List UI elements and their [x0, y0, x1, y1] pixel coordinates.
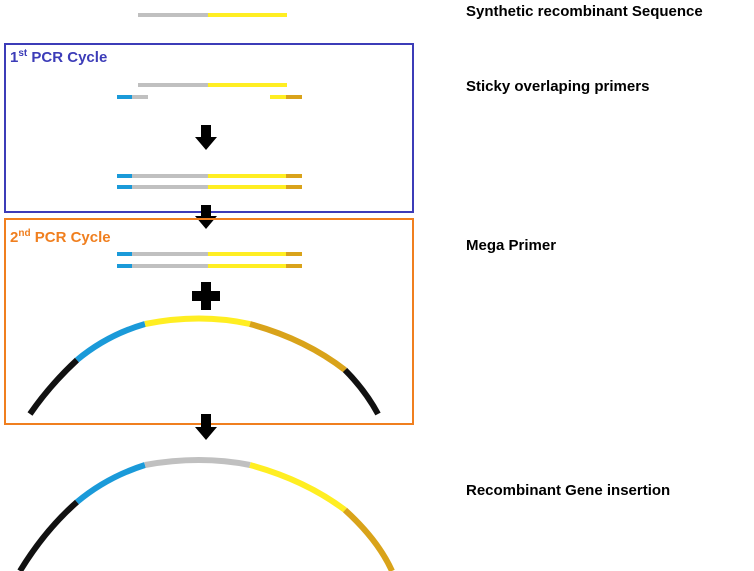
recombinant-plasmid-arc [17, 457, 395, 571]
down-arrow-icon [195, 414, 217, 440]
label-synthetic-sequence: Synthetic recombinant Sequence [466, 3, 703, 20]
cycle2-number: 2 [10, 229, 19, 246]
forward-primer [117, 95, 148, 99]
cycle2-text: PCR Cycle [34, 229, 111, 246]
label-recombinant-insertion: Recombinant Gene insertion [466, 482, 671, 499]
cycle1-number: 1 [10, 49, 19, 66]
label-mega-primer: Mega Primer [466, 237, 557, 254]
cycle1-text: PCR Cycle [31, 49, 108, 66]
reverse-primer [270, 95, 302, 99]
down-arrow-icon [195, 205, 217, 229]
extended-product [117, 174, 302, 189]
mega-primer [117, 252, 302, 268]
cycle1-suffix: st [18, 48, 28, 59]
label-sticky-primers: Sticky overlaping primers [466, 78, 650, 95]
cycle1-title: 1st PCR Cycle [10, 48, 107, 66]
plus-icon [192, 282, 220, 310]
cycle2-title: 2nd PCR Cycle [10, 228, 111, 246]
synthetic-sequence [138, 13, 287, 17]
template-strand [138, 83, 287, 87]
down-arrow-icon [195, 125, 217, 150]
plasmid-arc [27, 315, 381, 416]
cycle2-suffix: nd [18, 228, 31, 239]
